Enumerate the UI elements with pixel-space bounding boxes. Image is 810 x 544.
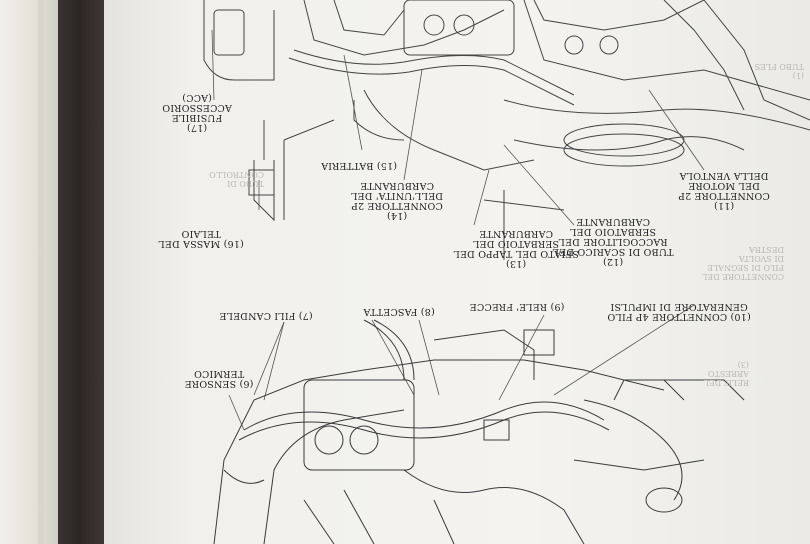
bleed-text-3: TUBO DI CONTROLLO bbox=[209, 170, 264, 188]
label-thermo-sensor: (6) SENSORE TERMICO bbox=[184, 368, 254, 389]
label-acc-fuse: (17) FUSIBILE ACCESSORIO (ACC) bbox=[162, 92, 232, 133]
bleed-text-2: CONNETTORE DEL FILO DI SEGNALE DI SVOLTA… bbox=[702, 245, 784, 281]
label-fuel-unit-connector: (14) CONNETTORE 2P DELL'UNITA' DEL CARBU… bbox=[350, 180, 444, 221]
manual-page: RELE' DEL ARRESTO (3) CONNETTORE DEL FIL… bbox=[104, 0, 810, 544]
bleed-text-1: RELE' DEL ARRESTO (3) bbox=[703, 360, 749, 387]
lower-engine-illustration bbox=[213, 319, 745, 544]
wall-background bbox=[0, 0, 62, 544]
binder-spine bbox=[58, 0, 106, 544]
label-fuel-drain-tube: (12) TUBO DI SCARICO DEL RACCOGLITORE DE… bbox=[552, 216, 674, 267]
wall-edge bbox=[38, 0, 44, 544]
label-frame-ground: (16) MASSA DEL TELAIO bbox=[158, 228, 244, 249]
label-turn-relay: (9) RELE' FRECCE bbox=[469, 301, 565, 312]
upper-engine-illustration bbox=[203, 0, 810, 260]
label-plug-wires: (7) FILI CANDELE bbox=[219, 310, 313, 321]
bleed-text-4: (1) TUBO FLES bbox=[754, 62, 804, 80]
label-battery: (15) BATTERIA bbox=[321, 160, 397, 171]
leader-lines bbox=[211, 29, 705, 431]
label-fan-motor-connector: (11) CONNETTORE 2P DEL MOTORE DELLA VENT… bbox=[678, 170, 770, 211]
label-pulse-generator-connector: (10) CONNETTORE 4P FILO GENERATORE DI IM… bbox=[607, 301, 751, 322]
wiring-diagram bbox=[203, 0, 810, 544]
label-clamp: (8) FASCETTA bbox=[363, 306, 435, 317]
